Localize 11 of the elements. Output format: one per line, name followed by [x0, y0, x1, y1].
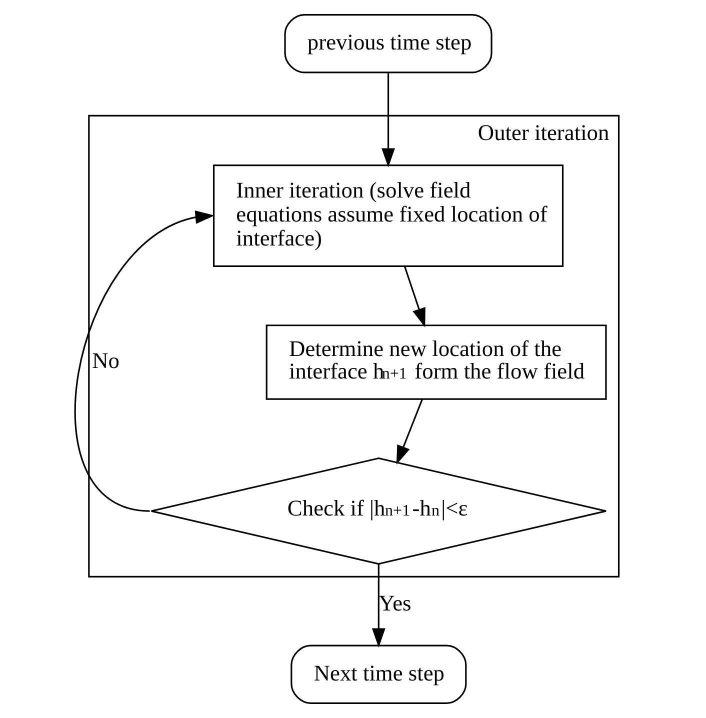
node-box: previous time step	[284, 14, 492, 74]
node-box: Inner iteration (solve field equations assume fixed location of interface)	[212, 164, 564, 267]
arrow	[74, 210, 215, 512]
arrow	[404, 266, 426, 328]
edge-label: No	[92, 348, 120, 374]
node-diamond: Check if |hn+1-hn|<ε	[150, 457, 607, 565]
arrow	[382, 73, 395, 168]
arrow	[396, 398, 424, 465]
node-box: Next time step	[290, 644, 467, 704]
arrow	[372, 564, 386, 648]
node-box: Determine new location of the interface hn+1 form the flow field	[266, 324, 607, 400]
